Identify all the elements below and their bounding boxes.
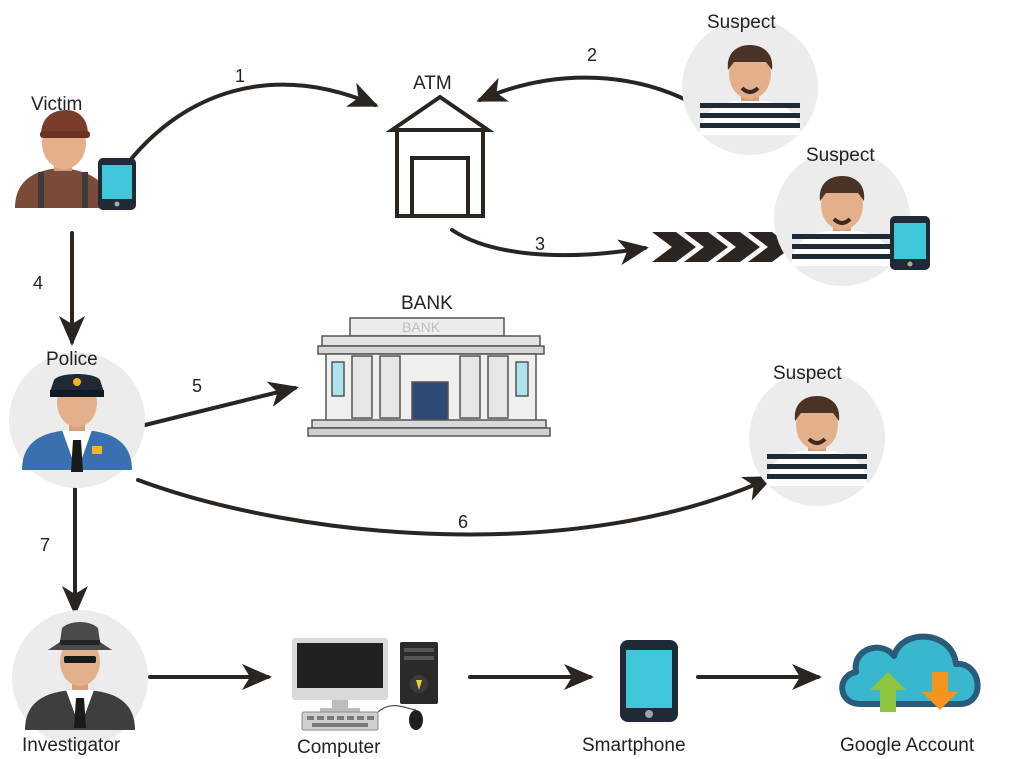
step-3-label: 3 xyxy=(535,234,546,254)
google-account-label: Google Account xyxy=(840,735,975,756)
suspect-person-icon xyxy=(700,45,800,135)
arrow-6 xyxy=(136,476,774,537)
investigator-label: Investigator xyxy=(22,735,121,756)
step-4-label: 4 xyxy=(33,273,44,293)
download-arrow-icon xyxy=(922,672,958,710)
bank-label: BANK xyxy=(401,293,453,314)
arrow-1 xyxy=(130,82,379,160)
bank-icon xyxy=(307,317,551,437)
atm-icon xyxy=(385,94,495,218)
arrow-3 xyxy=(450,228,649,266)
police-avatar xyxy=(9,352,145,488)
cloud-icon xyxy=(839,633,981,712)
step-7-label: 7 xyxy=(40,535,51,555)
bank-sign: BANK xyxy=(402,319,441,335)
smartphone-icon xyxy=(620,640,678,722)
arrow-2 xyxy=(476,75,694,105)
suspect-right-label: Suspect xyxy=(773,363,842,384)
suspect-top-label: Suspect xyxy=(707,12,776,33)
upload-arrow-icon xyxy=(870,672,906,712)
step-6-label: 6 xyxy=(458,512,469,532)
victim-person-icon xyxy=(15,110,112,208)
suspect-mid-avatar xyxy=(774,150,910,286)
computer-label: Computer xyxy=(297,737,381,758)
suspect-mid-label: Suspect xyxy=(806,145,875,166)
arrows xyxy=(59,75,822,690)
atm-label: ATM xyxy=(413,73,452,94)
suspect-phone-icon xyxy=(890,216,930,270)
step-2-label: 2 xyxy=(587,45,598,65)
smartphone-label: Smartphone xyxy=(582,735,686,756)
investigator-icon xyxy=(25,622,135,730)
suspect-top-avatar xyxy=(682,19,818,155)
victim-phone-icon xyxy=(98,158,136,210)
investigator-avatar xyxy=(12,610,148,746)
chevron-trail-icon xyxy=(652,232,792,262)
suspect-right-avatar xyxy=(749,370,885,506)
police-icon xyxy=(22,374,132,472)
computer-icon xyxy=(292,638,438,731)
arrow-5 xyxy=(143,381,299,427)
police-label: Police xyxy=(46,349,98,370)
victim-label: Victim xyxy=(31,94,83,115)
step-1-label: 1 xyxy=(235,66,246,86)
step-5-label: 5 xyxy=(192,376,203,396)
